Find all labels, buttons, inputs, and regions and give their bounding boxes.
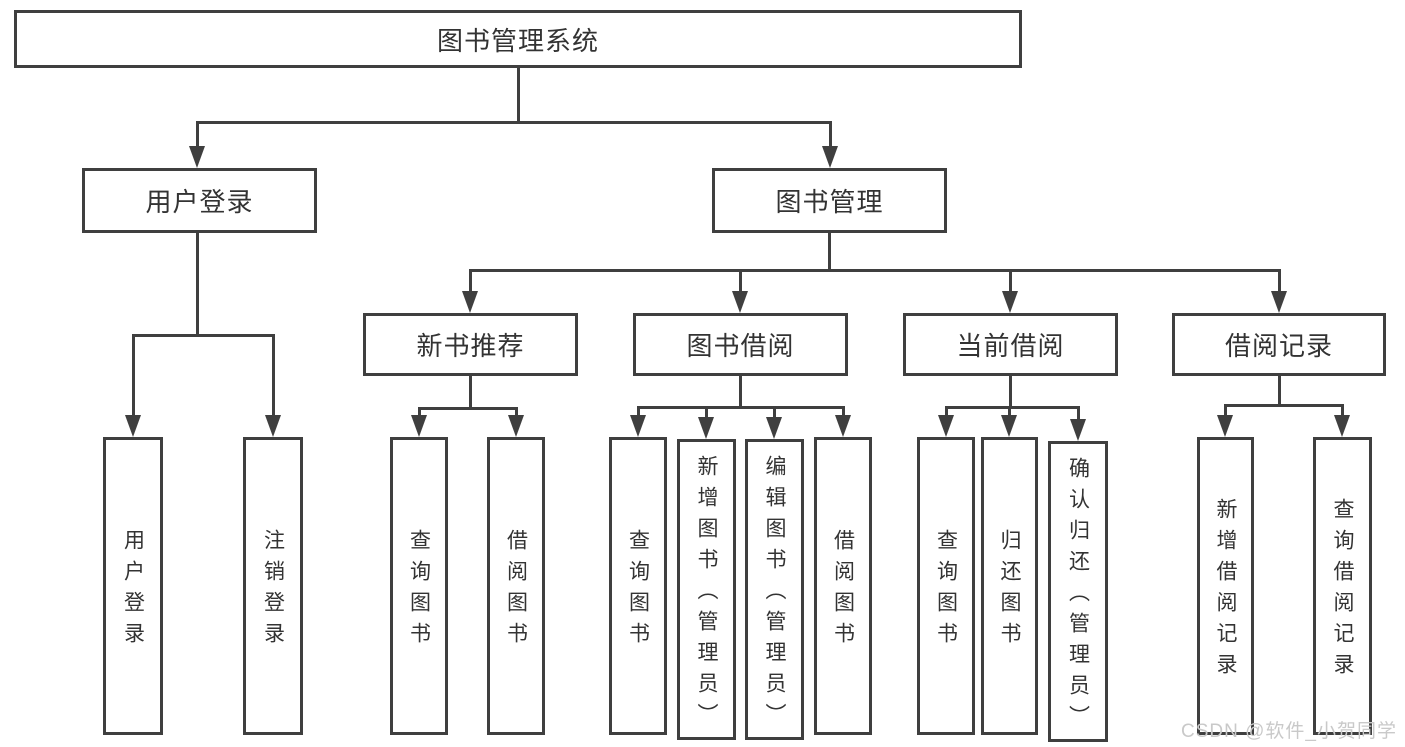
arrow-down-icon	[265, 415, 281, 437]
leaf-add-books-admin: 新增图书（管理员）	[677, 439, 736, 740]
leaf-borrow-books: 借阅图书	[814, 437, 872, 735]
leaf-confirm-return-admin: 确认归还（管理员）	[1048, 441, 1108, 742]
connector-line	[469, 376, 472, 409]
connector-line	[1009, 376, 1012, 408]
node-label: 编辑图书（管理员）	[763, 455, 786, 734]
leaf-borrow-books: 借阅图书	[487, 437, 545, 735]
connector-line	[739, 376, 742, 408]
connector-line	[1278, 376, 1281, 407]
node-label: 借阅记录	[1224, 331, 1333, 361]
watermark: CSDN @软件_小贺同学	[1181, 721, 1397, 742]
leaf-query-borrow-record: 查询借阅记录	[1313, 437, 1372, 735]
node-label: 借阅图书	[504, 529, 528, 653]
connector-line	[705, 406, 708, 419]
arrow-down-icon	[1001, 415, 1017, 437]
arrow-down-icon	[1002, 291, 1018, 313]
node-new-book-recommendation: 新书推荐	[363, 313, 578, 376]
connector-line	[828, 233, 831, 271]
arrow-down-icon	[1271, 291, 1287, 313]
leaf-query-books: 查询图书	[917, 437, 975, 735]
connector-line	[132, 334, 275, 337]
arrow-down-icon	[766, 417, 782, 439]
connector-line	[418, 407, 518, 410]
arrow-down-icon	[462, 291, 478, 313]
connector-line	[1009, 269, 1012, 292]
connector-line	[418, 407, 421, 417]
node-label: 查询图书	[407, 529, 431, 653]
arrow-down-icon	[822, 146, 838, 168]
leaf-user-login: 用户登录	[103, 437, 163, 735]
arrow-down-icon	[508, 415, 524, 437]
leaf-query-books: 查询图书	[390, 437, 448, 735]
connector-line	[196, 233, 199, 336]
leaf-return-books: 归还图书	[981, 437, 1038, 735]
connector-line	[842, 406, 845, 417]
connector-line	[1008, 406, 1011, 417]
connector-line	[1077, 406, 1080, 421]
node-label: 图书借阅	[686, 331, 795, 361]
node-label: 图书管理系统	[436, 25, 599, 56]
node-label: 图书管理	[775, 187, 884, 217]
arrow-down-icon	[411, 415, 427, 437]
connector-line	[517, 68, 520, 122]
node-label: 查询图书	[626, 529, 650, 653]
node-user-login: 用户登录	[82, 168, 317, 233]
arrow-down-icon	[1070, 419, 1086, 441]
connector-line	[196, 121, 199, 147]
node-label: 当前借阅	[956, 331, 1065, 361]
arrow-down-icon	[1334, 415, 1350, 437]
node-label: 确认归还（管理员）	[1066, 457, 1090, 736]
connector-line	[1341, 404, 1344, 417]
leaf-add-borrow-record: 新增借阅记录	[1197, 437, 1254, 735]
connector-line	[1224, 404, 1227, 417]
connector-line	[829, 121, 832, 147]
connector-line	[469, 269, 472, 292]
node-label: 归还图书	[998, 529, 1021, 653]
node-label: 新增借阅记录	[1214, 498, 1237, 684]
node-library-system: 图书管理系统	[14, 10, 1022, 68]
leaf-query-books: 查询图书	[609, 437, 667, 735]
arrow-down-icon	[732, 291, 748, 313]
connector-line	[1224, 404, 1344, 407]
arrow-down-icon	[698, 417, 714, 439]
connector-line	[196, 121, 832, 124]
node-borrowing-records: 借阅记录	[1172, 313, 1386, 376]
connector-line	[945, 406, 1080, 409]
node-label: 用户登录	[121, 529, 145, 653]
arrow-down-icon	[125, 415, 141, 437]
leaf-logout-login: 注销登录	[243, 437, 303, 735]
arrow-down-icon	[1217, 415, 1233, 437]
node-book-management: 图书管理	[712, 168, 947, 233]
node-label: 查询借阅记录	[1331, 498, 1354, 684]
connector-line	[132, 334, 135, 416]
connector-line	[739, 269, 742, 292]
arrow-down-icon	[938, 415, 954, 437]
node-label: 新书推荐	[416, 331, 525, 361]
node-book-borrowing: 图书借阅	[633, 313, 848, 376]
connector-line	[945, 406, 948, 417]
connector-line	[1278, 269, 1281, 292]
connector-line	[773, 406, 776, 419]
node-current-borrowing: 当前借阅	[903, 313, 1118, 376]
node-label: 借阅图书	[831, 529, 855, 653]
leaf-edit-books-admin: 编辑图书（管理员）	[745, 439, 804, 740]
connector-line	[637, 406, 640, 417]
arrow-down-icon	[630, 415, 646, 437]
connector-line	[637, 406, 845, 409]
arrow-down-icon	[189, 146, 205, 168]
node-label: 查询图书	[934, 529, 958, 653]
connector-line	[272, 334, 275, 416]
node-label: 注销登录	[261, 529, 285, 653]
arrow-down-icon	[835, 415, 851, 437]
node-label: 新增图书（管理员）	[695, 455, 718, 734]
connector-line	[515, 407, 518, 417]
connector-line	[469, 269, 1280, 272]
node-label: 用户登录	[145, 187, 254, 217]
